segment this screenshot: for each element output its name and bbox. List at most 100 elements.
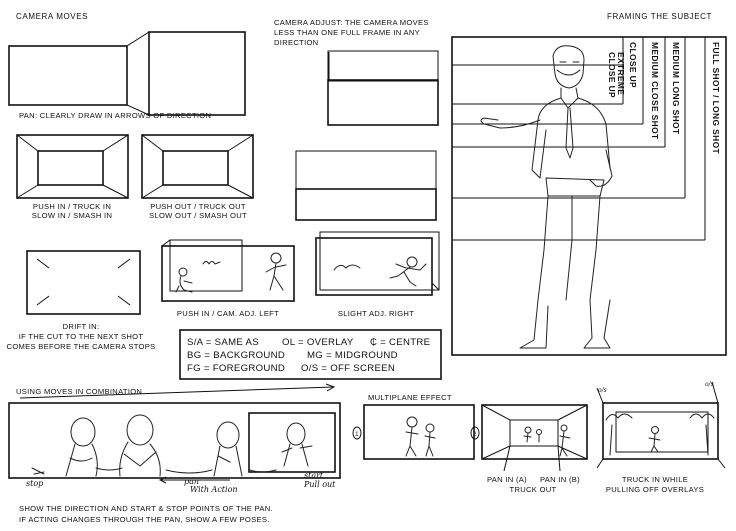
framing-diagram: EXTREME CLOSE UP CLOSE UP MEDIUM CLOSE S… (452, 37, 726, 355)
motion-trail (334, 265, 360, 270)
combination-end-frame (249, 413, 335, 472)
multiplane-figures-2 (524, 425, 570, 456)
drift-arrow-tl (37, 259, 49, 268)
pan-connector-top (127, 32, 149, 46)
drift-arrow-br (118, 296, 130, 305)
medium-long-shot-label: MEDIUM LONG SHOT (671, 42, 681, 135)
truck-os-mark-left: o/s (598, 387, 607, 394)
mp-line-tl (482, 405, 510, 420)
close-up-label: CLOSE UP (628, 42, 638, 88)
camera-adjust-line1: CAMERA ADJUST: THE CAMERA MOVES (274, 18, 429, 27)
push-in-inner-frame (38, 151, 103, 185)
combination-pan-strip (9, 403, 340, 478)
adjust-frame-main (328, 80, 438, 125)
truck-in-line2: PULLING OFF OVERLAYS (606, 485, 704, 494)
push-in-adj-diagram (162, 240, 294, 301)
push-adj-edge (162, 240, 170, 246)
multiplane-diagram (353, 405, 587, 459)
multiplane-pan-b: PAN IN (B) (540, 475, 580, 484)
truck-in-diagram (597, 382, 725, 468)
presenting-man-figure (481, 46, 612, 348)
push-in-arrow-bl (17, 185, 38, 198)
multiplane-frame-1 (364, 405, 474, 459)
push-out-arrow-br (228, 185, 253, 198)
drift-in-line1: DRIFT IN: (63, 322, 100, 331)
push-in-line2: SLOW IN / SMASH IN (32, 211, 113, 220)
push-in-arrow-br (103, 185, 128, 198)
multiplane-figures-1 (406, 417, 435, 456)
combination-start-label-2: Pull out (303, 480, 336, 489)
combination-diagram (9, 384, 340, 478)
mp-line-tr (558, 405, 587, 420)
character-pose-3 (214, 422, 242, 476)
camera-adjust-diagram (328, 51, 438, 125)
truck-os-mark-right: o/s (705, 381, 714, 388)
running-figure (390, 257, 426, 286)
pan-diagram (9, 32, 245, 115)
push-out-line1: PUSH OUT / TRUCK OUT (150, 202, 246, 211)
character-pose-2 (120, 415, 161, 476)
adjust-vert-top (296, 151, 436, 189)
stop-marker (32, 468, 44, 474)
framing-subject-heading: FRAMING THE SUBJECT (607, 12, 712, 21)
forest-overlay-sketch (606, 414, 714, 455)
push-in-arrow-tl (17, 135, 38, 151)
multiplane-title: MULTIPLANE EFFECT (368, 393, 452, 402)
multiplane-inner-frame (510, 420, 558, 446)
crouching-figure (176, 268, 192, 292)
push-out-inner-frame (163, 151, 228, 185)
slight-adj-shifted-frame (320, 232, 439, 290)
drift-in-line3: COMES BEFORE THE CAMERA STOPS (7, 342, 156, 351)
mp-line-bl (482, 446, 510, 459)
legend-fg: FG = FOREGROUND (187, 363, 285, 374)
truck-in-frame (603, 403, 718, 459)
truck-in-inner-frame (616, 412, 708, 452)
character-pose-1 (66, 418, 97, 476)
drift-arrow-bl (37, 296, 49, 305)
slight-adj-label: SLIGHT ADJ. RIGHT (338, 309, 414, 318)
pan-end-frame (149, 32, 245, 115)
push-out-arrow-bl (142, 185, 163, 198)
push-out-diagram (142, 135, 253, 198)
full-shot-label: FULL SHOT / LONG SHOT (711, 42, 721, 154)
legend-mg: MG = MIDGROUND (307, 350, 398, 361)
camera-moves-heading: CAMERA MOVES (16, 12, 88, 21)
legend-ol: OL = OVERLAY (282, 337, 354, 348)
push-in-adj-label: PUSH IN / CAM. ADJ. LEFT (177, 309, 279, 318)
adjust-frame-top (328, 51, 438, 81)
legend-centre: ₵ = CENTRE (370, 337, 430, 348)
drift-in-line2: IF THE CUT TO THE NEXT SHOT (19, 332, 144, 341)
multiplane-num-1: 1 (355, 432, 359, 438)
combination-pan-label-2: With Action (190, 485, 238, 494)
adjust-vert-bottom (296, 189, 436, 220)
push-in-outer-frame (17, 135, 128, 198)
truck-overlay-br (718, 459, 725, 468)
push-out-line2: SLOW OUT / SMASH OUT (149, 211, 247, 220)
pan-start-frame (9, 46, 127, 105)
legend-bg: BG = BACKGROUND (187, 350, 285, 361)
extreme-close-up-label-2: CLOSE UP (607, 52, 617, 98)
legend-os: O/S = OFF SCREEN (301, 363, 395, 374)
push-adj-inner-frame (170, 240, 242, 291)
push-in-arrow-tr (103, 135, 128, 151)
multiplane-truck-out: TRUCK OUT (510, 485, 557, 494)
camera-adjust-line3: DIRECTION (274, 38, 318, 47)
truck-in-line1: TRUCK IN WHILE (622, 475, 688, 484)
combination-note-2: IF ACTING CHANGES THROUGH THE PAN, SHOW … (19, 515, 270, 524)
walking-figure (266, 253, 286, 290)
medium-close-shot-label: MEDIUM CLOSE SHOT (650, 42, 660, 140)
adjust-vertical-diagram (296, 151, 436, 220)
drift-in-diagram (27, 251, 140, 314)
slight-adj-diagram (316, 232, 439, 295)
push-out-arrow-tl (142, 135, 163, 151)
multiplane-pan-a: PAN IN (A) (487, 475, 527, 484)
truck-overlay-bl (597, 459, 603, 468)
push-out-arrow-tr (228, 135, 253, 151)
camera-adjust-line2: LESS THAN ONE FULL FRAME IN ANY (274, 28, 420, 37)
combination-start-label-1: start (304, 471, 324, 480)
pan-label: PAN: CLEARLY DRAW IN ARROWS OF DIRECTION (19, 111, 211, 120)
drift-arrow-tr (118, 259, 130, 268)
motion-squiggle (203, 262, 220, 265)
slight-adj-edge (432, 283, 439, 290)
